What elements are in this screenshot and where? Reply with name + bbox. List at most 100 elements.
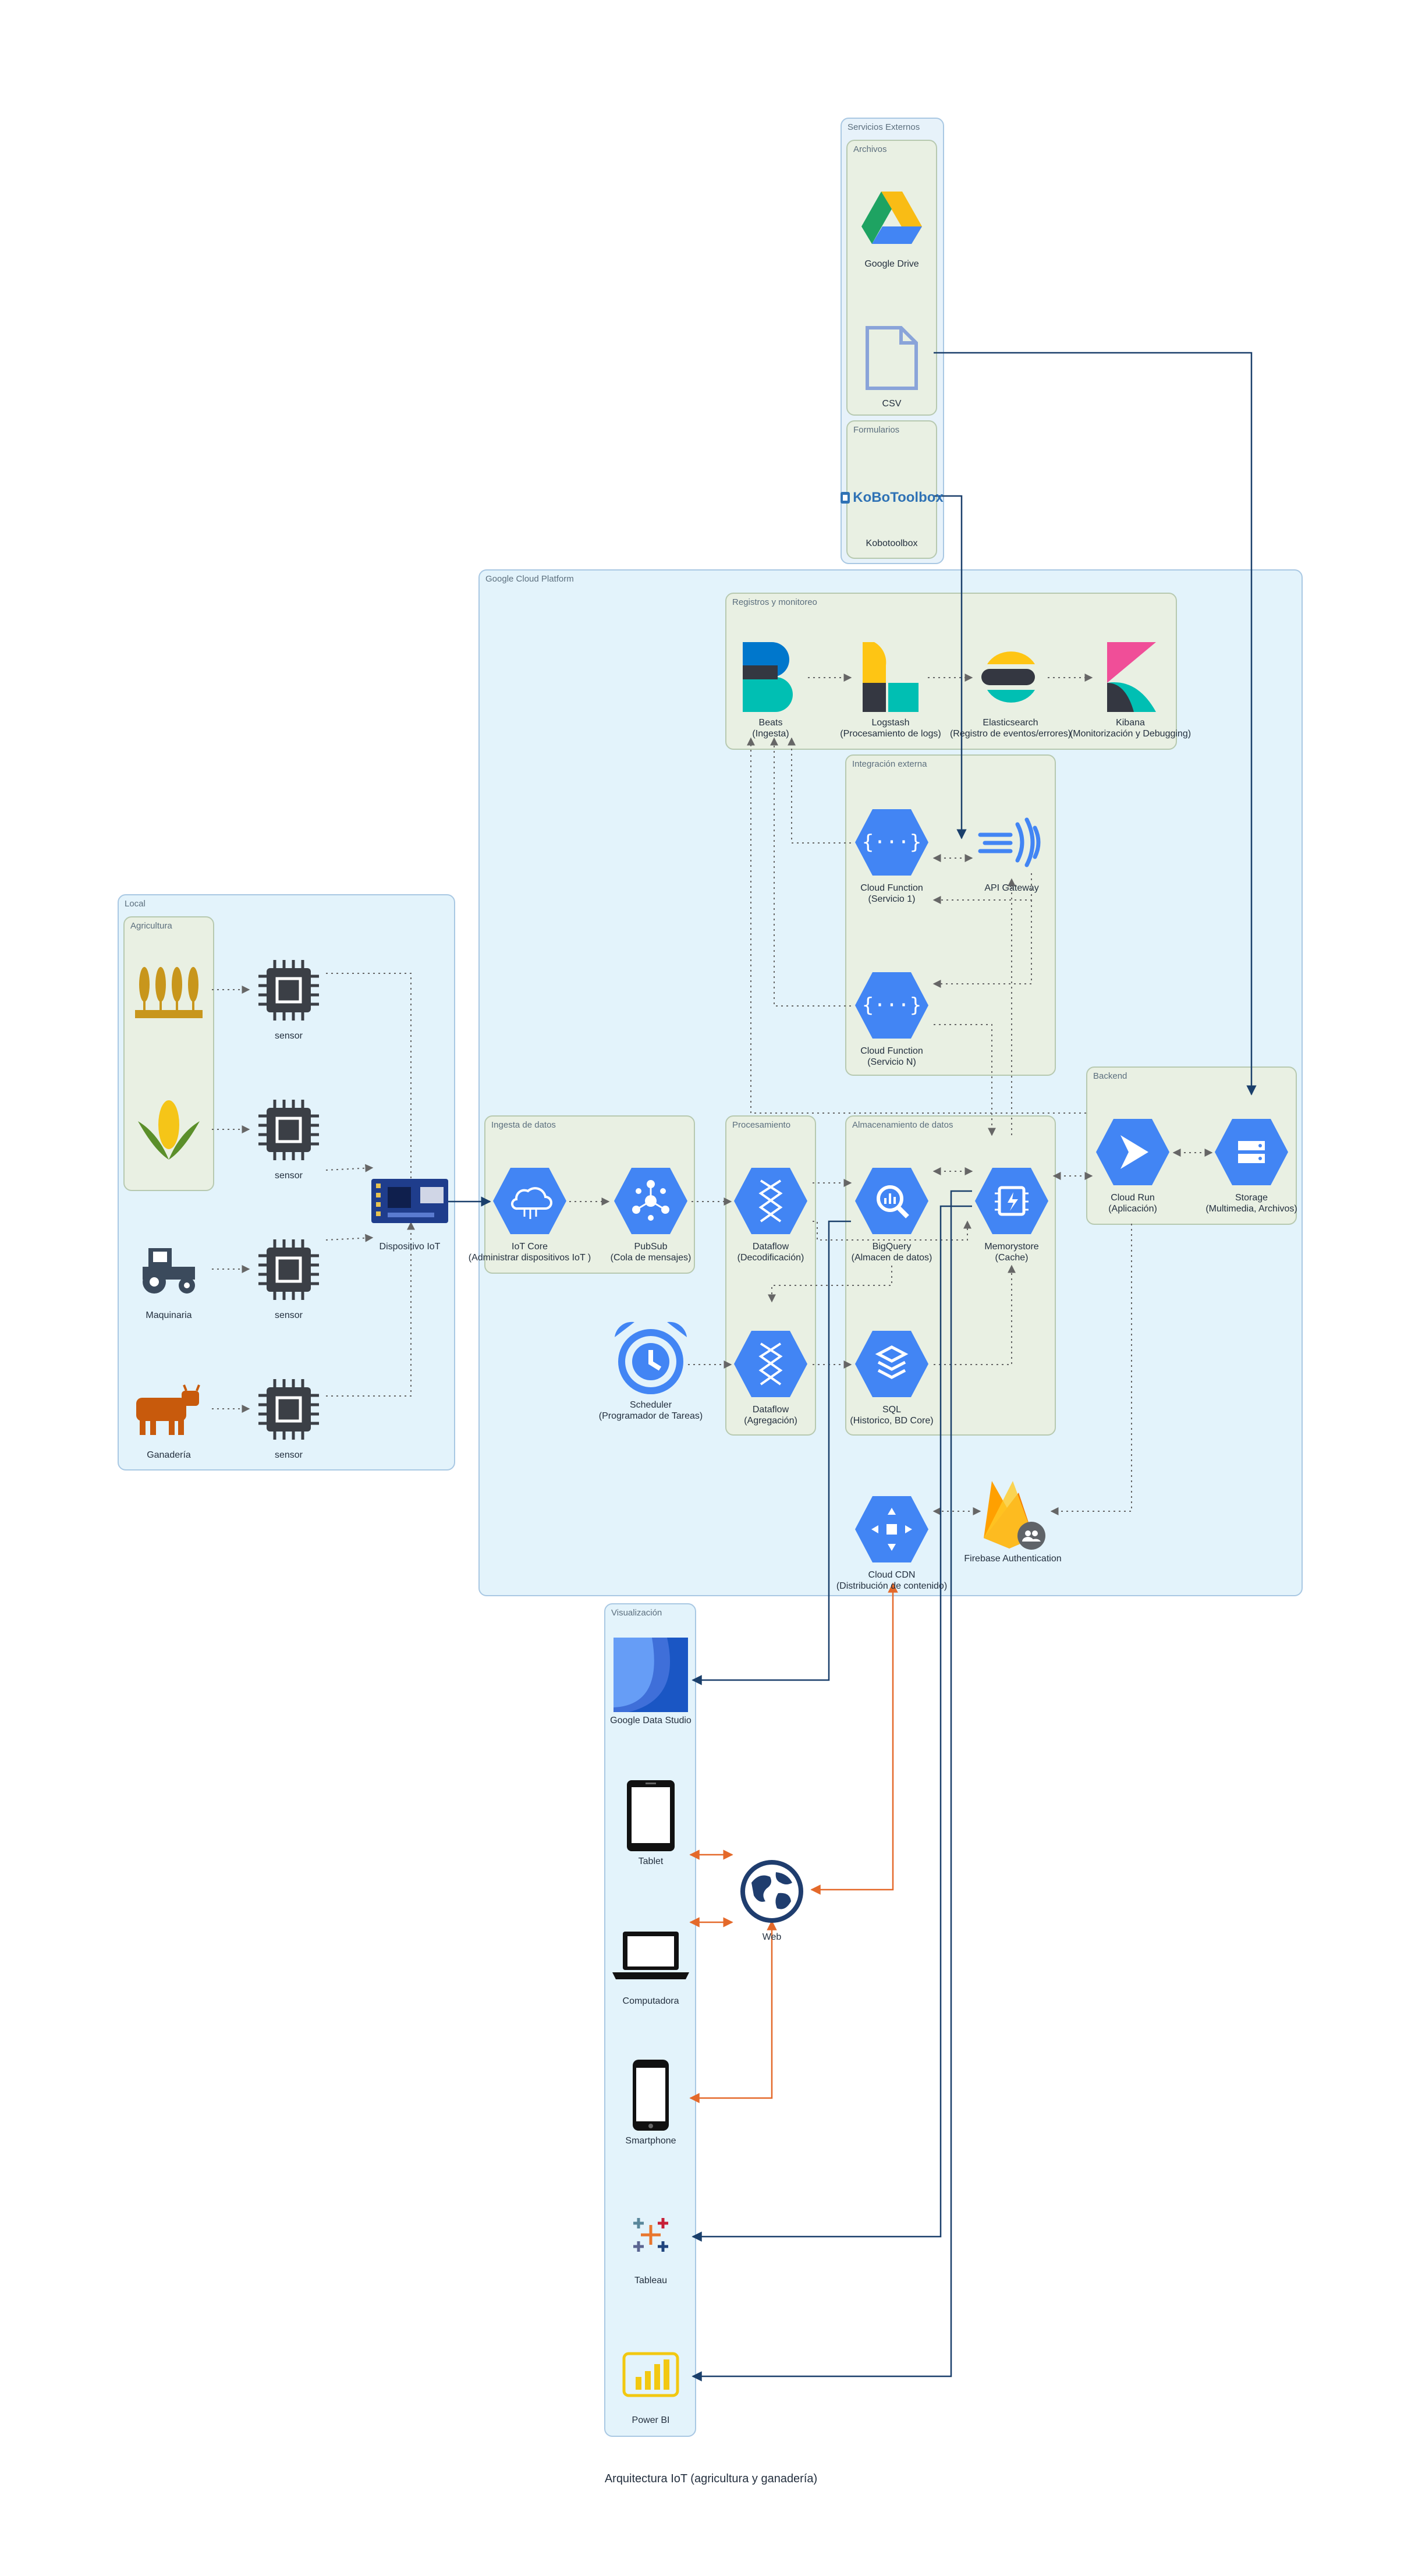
group-label: Ingesta de datos [491,1120,556,1130]
group-label: Servicios Externos [847,122,920,132]
edge-cdn-web [810,1582,898,1895]
node-dispositivo-iot[interactable]: Dispositivo IoT [314,1163,506,1252]
cloud-sql-icon [855,1331,928,1397]
node-csv[interactable]: CSV [796,320,988,409]
iot-board-icon [371,1179,448,1223]
cloud-function-icon: {···} [855,972,928,1039]
edge-csv-storage [934,352,1257,1096]
pubsub-icon [614,1168,687,1234]
node-corn [73,1092,265,1170]
node-cloud-run[interactable]: Cloud Run (Aplicación) [1037,1114,1229,1214]
node-bigquery[interactable]: BigQuery (Almacen de datos) [796,1163,988,1263]
group-label: Integración externa [852,759,927,769]
node-iot-core[interactable]: IoT Core (Administrar dispositivos IoT ) [434,1163,626,1263]
edge-cfn-memorystore [934,1024,996,1136]
cloud-function-icon: {···} [855,809,928,876]
edge-cloudrun-firebase [1050,1224,1132,1515]
edge-bigquery-datastudio [692,1220,851,1685]
node-power-bi[interactable]: Power BI [555,2337,747,2426]
group-label: Archivos [853,144,887,154]
node-computadora[interactable]: Computadora [555,1918,747,2007]
kobotoolbox-logo: KoBoToolbox [840,490,944,506]
node-dataflow-1[interactable]: Dataflow (Decodificación) [675,1163,867,1263]
tableau-icon [633,2218,668,2252]
laptop-icon [612,1932,689,1979]
chip-icon [258,960,319,1021]
node-logstash[interactable]: Logstash (Procesamiento de logs) [795,639,987,739]
node-sensor-4[interactable]: sensor [193,1372,385,1461]
wheat-icon [135,967,203,1018]
group-label: Registros y monitoreo [732,597,817,607]
node-google-data-studio[interactable]: Google Data Studio [555,1637,747,1726]
diagram-title: Arquitectura IoT (agricultura y ganaderí… [604,2472,818,2485]
edge-dataflow1-memorystore [813,1220,971,1241]
group-label: Visualización [611,1608,662,1618]
corn-icon [138,1100,200,1160]
node-beats[interactable]: Beats (Ingesta) [675,639,867,739]
node-google-drive[interactable]: Google Drive [796,180,988,270]
globe-icon [740,1860,803,1923]
node-smartphone[interactable]: Smartphone [555,2057,747,2146]
power-bi-icon [622,2352,679,2397]
kibana-icon [1107,642,1156,712]
firebase-icon [984,1481,1045,1550]
node-cloud-function-1[interactable]: {···} Cloud Function (Servicio 1) [796,805,988,905]
node-sql[interactable]: SQL (Historico, BD Core) [796,1326,988,1426]
group-label: Local [125,899,146,909]
google-drive-icon [861,192,922,244]
api-gateway-icon [978,817,1041,867]
node-sensor-2[interactable]: sensor [193,1092,385,1181]
dataflow-icon [734,1168,807,1234]
node-tablet[interactable]: Tablet [555,1778,747,1867]
node-wheat [73,952,265,1030]
node-sensor-1[interactable]: sensor [193,952,385,1041]
node-elasticsearch[interactable]: Elasticsearch (Registro de eventos/error… [914,639,1107,739]
cloud-cdn-icon [855,1496,928,1562]
edge-cf1-beats [788,737,851,844]
node-kobotoolbox[interactable]: KoBoToolbox Kobotoolbox [796,460,988,549]
smartphone-icon [633,2060,669,2131]
group-label: Agricultura [130,921,172,931]
node-firebase-auth[interactable]: Firebase Authentication [917,1475,1109,1564]
node-tableau[interactable]: Tableau [555,2197,747,2286]
memorystore-icon [975,1168,1048,1234]
node-dataflow-2[interactable]: Dataflow (Agregación) [675,1326,867,1426]
iot-core-icon [493,1168,566,1234]
node-ganaderia: Ganadería [73,1372,265,1461]
group-label: Formularios [853,425,900,435]
chip-icon [258,1379,319,1440]
node-kibana[interactable]: Kibana (Monitorización y Debugging) [1034,639,1226,739]
tablet-icon [627,1780,675,1851]
node-cloud-function-n[interactable]: {···} Cloud Function (Servicio N) [796,968,988,1068]
node-web[interactable]: Web [676,1854,868,1943]
edge-sensor4-device [326,1221,415,1397]
beats-icon [743,642,793,712]
edge-memorystore-powerbi [692,1190,972,2382]
node-cloud-cdn[interactable]: Cloud CDN (Distribución de contenido) [796,1491,988,1592]
edge-web-smartphone [689,1920,777,2103]
dataflow-icon [734,1331,807,1397]
node-memorystore[interactable]: Memorystore (Cache) [916,1163,1108,1263]
edge-apigw-cfn [932,900,1032,988]
node-sensor-3[interactable]: sensor [193,1232,385,1321]
svg-text:{···}: {···} [862,994,921,1017]
group-label: Almacenamiento de datos [852,1120,953,1130]
node-pubsub[interactable]: PubSub (Cola de mensajes) [555,1163,747,1263]
group-visualizacion: Visualización [604,1603,696,2437]
group-label: Backend [1093,1071,1127,1081]
group-formularios: Formularios [846,420,937,559]
data-studio-icon [614,1638,688,1712]
chip-icon [258,1239,319,1300]
edge-sensor1-device [326,973,415,1192]
edge-kobo-apigw [934,495,967,839]
csv-file-icon [866,326,918,390]
node-scheduler[interactable]: Scheduler (Programador de Tareas) [555,1321,747,1422]
node-api-gateway[interactable]: API Gateway [916,805,1108,894]
node-storage[interactable]: Storage (Multimedia, Archivos) [1155,1114,1347,1214]
cloud-storage-icon [1215,1119,1288,1185]
group-label: Google Cloud Platform [485,574,574,584]
chip-icon [258,1100,319,1160]
edge-backend-beats [747,737,1086,1114]
cow-icon [136,1384,200,1435]
elasticsearch-icon [981,651,1035,703]
